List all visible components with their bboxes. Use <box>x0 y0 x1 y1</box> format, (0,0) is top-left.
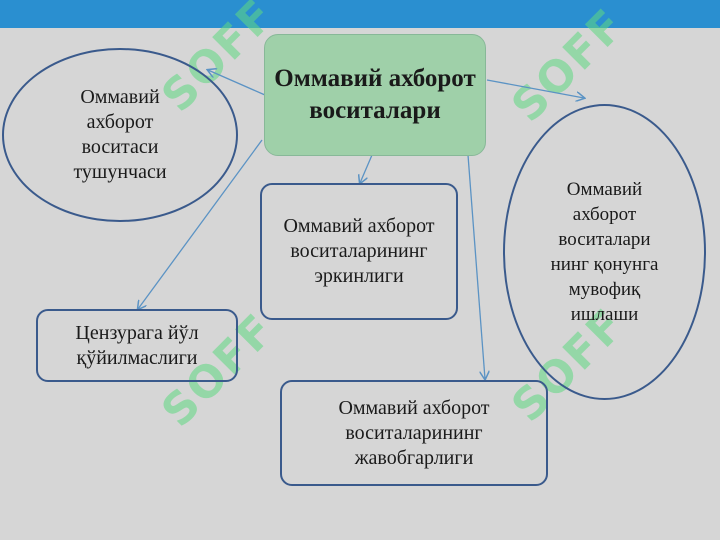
arrow-to-responsibility <box>467 154 485 379</box>
node-concept-label: Оммавий ахборот воситаси тушунчаси <box>73 86 167 183</box>
central-node: Оммавий ахборот воситалари <box>264 34 486 156</box>
node-censorship-label: Цензурага йўл қўйилмаслиги <box>75 321 199 369</box>
arrow-to-censorship <box>138 139 263 309</box>
node-freedom-label: Оммавий ахборот воситаларининг эркинлиги <box>283 215 435 287</box>
node-freedom: Оммавий ахборот воситаларининг эркинлиги <box>260 183 458 320</box>
arrow-to-freedom <box>360 154 373 183</box>
node-legal-compliance: Оммавий ахборот воситалари нинг қонунга … <box>503 104 706 400</box>
arrow-to-concept <box>208 70 266 96</box>
arrow-to-compliance <box>486 79 584 98</box>
node-censorship: Цензурага йўл қўйилмаслиги <box>36 309 238 382</box>
central-node-label: Оммавий ахборот воситалари <box>274 65 476 124</box>
node-concept: Оммавий ахборот воситаси тушунчаси <box>2 48 238 222</box>
node-responsibility: Оммавий ахборот воситаларининг жавобгарл… <box>280 380 548 486</box>
node-legal-compliance-label: Оммавий ахборот воситалари нинг қонунга … <box>550 179 659 325</box>
node-responsibility-label: Оммавий ахборот воситаларининг жавобгарл… <box>338 396 490 469</box>
top-bar <box>0 0 720 28</box>
